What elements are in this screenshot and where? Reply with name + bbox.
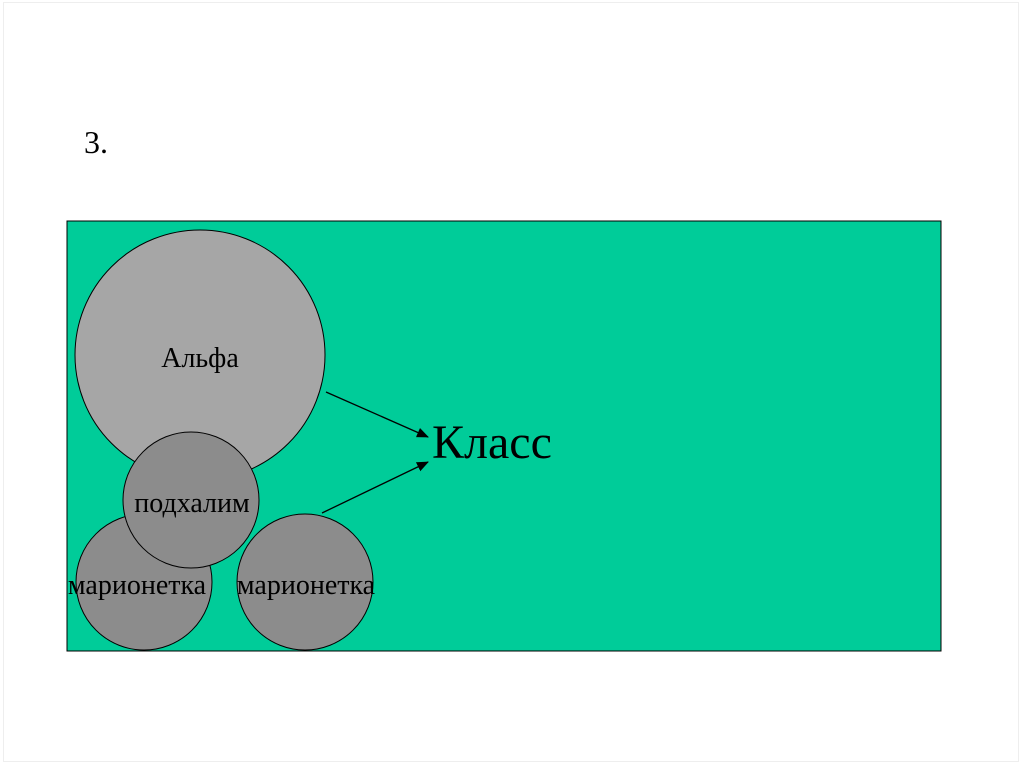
arrow-puppet-to-class <box>321 461 429 514</box>
alpha-label: Альфа <box>161 343 239 374</box>
puppet-right-label: марионетка <box>237 570 376 601</box>
slide-number: 3. <box>84 124 108 160</box>
arrow-alpha-to-class <box>325 391 429 438</box>
puppet-left-label: марионетка <box>68 570 207 601</box>
slide-border <box>3 2 1019 762</box>
sycophant-circle <box>122 431 260 569</box>
class-label: Класс <box>432 416 552 469</box>
sycophant-label: подхалим <box>134 488 250 519</box>
puppet-right-circle <box>236 513 374 651</box>
